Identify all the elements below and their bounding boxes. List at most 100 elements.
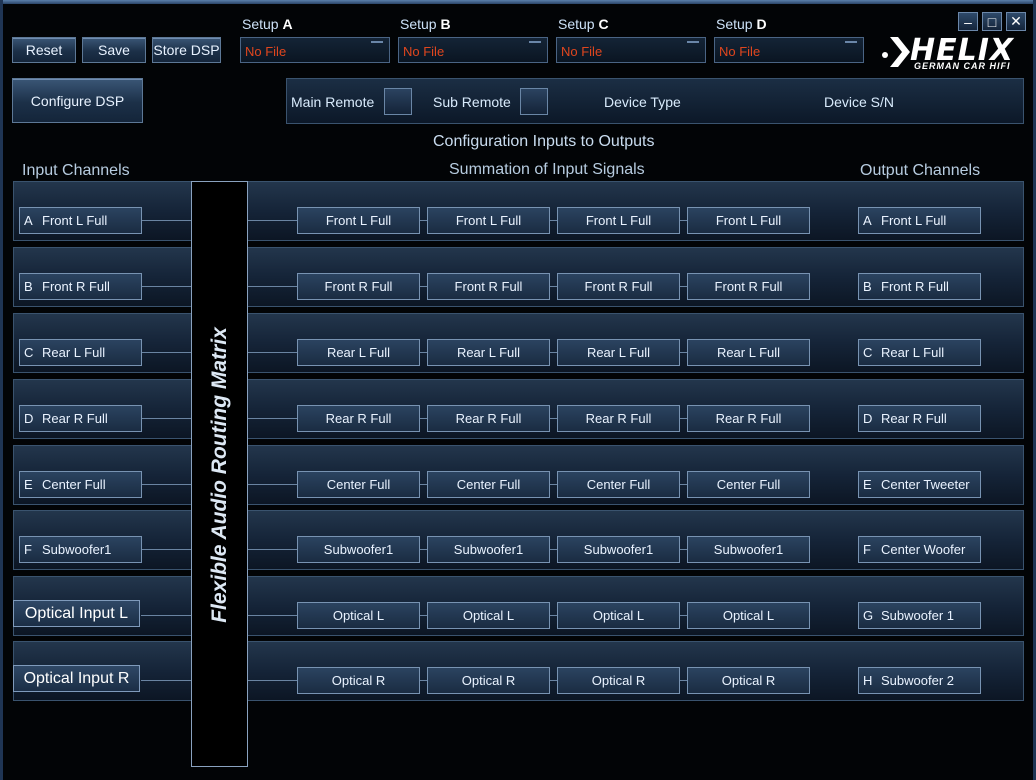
output-channel-letter: D	[863, 411, 873, 426]
routing-matrix[interactable]: Flexible Audio Routing Matrix	[191, 181, 248, 767]
input-channel-letter: F	[24, 542, 32, 557]
output-channel-name: Center Tweeter	[881, 477, 970, 492]
remote-panel: Main Remote Sub Remote Device Type Devic…	[286, 78, 1024, 124]
summation-slot[interactable]: Rear R Full	[557, 405, 680, 432]
input-channel-d[interactable]: D Rear R Full	[19, 405, 142, 432]
summation-slot[interactable]: Rear R Full	[427, 405, 550, 432]
routing-matrix-label: Flexible Audio Routing Matrix	[208, 327, 231, 623]
reset-button[interactable]: Reset	[12, 37, 76, 63]
window-right-border	[1033, 0, 1036, 780]
summation-slot[interactable]: Rear L Full	[687, 339, 810, 366]
helix-mark-icon	[882, 37, 910, 67]
output-channel-h[interactable]: H Subwoofer 2	[858, 667, 981, 694]
summation-slot[interactable]: Optical R	[427, 667, 550, 694]
summation-slot[interactable]: Subwoofer1	[557, 536, 680, 563]
summation-slot[interactable]: Rear L Full	[427, 339, 550, 366]
summation-slot[interactable]: Rear R Full	[297, 405, 420, 432]
summation-slot[interactable]: Optical L	[297, 602, 420, 629]
close-icon[interactable]: ✕	[1006, 12, 1026, 31]
summation-slot[interactable]: Front R Full	[297, 273, 420, 300]
summation-slot[interactable]: Optical R	[557, 667, 680, 694]
summation-slot[interactable]: Optical R	[687, 667, 810, 694]
connector-line	[680, 418, 687, 419]
summation-slot[interactable]: Center Full	[687, 471, 810, 498]
summation-slot[interactable]: Rear L Full	[557, 339, 680, 366]
connector-line	[420, 418, 427, 419]
input-channel-letter: D	[24, 411, 34, 426]
connector-line	[680, 615, 687, 616]
input-channel-name: Front R Full	[42, 279, 110, 294]
summation-slot[interactable]: Optical L	[427, 602, 550, 629]
setup-d-field[interactable]: No File	[714, 37, 864, 63]
maximize-icon[interactable]: □	[982, 12, 1002, 31]
summation-slot[interactable]: Subwoofer1	[427, 536, 550, 563]
summation-slot[interactable]: Front L Full	[687, 207, 810, 234]
summation-slot[interactable]: Front L Full	[557, 207, 680, 234]
main-remote-indicator[interactable]	[384, 88, 412, 115]
output-channel-d[interactable]: D Rear R Full	[858, 405, 981, 432]
connector-line	[550, 680, 557, 681]
connector-line	[550, 220, 557, 221]
configure-dsp-button[interactable]: Configure DSP	[12, 78, 143, 123]
summation-slot[interactable]: Front R Full	[557, 273, 680, 300]
setup-c-label: Setup C	[558, 16, 609, 32]
store-dsp-button[interactable]: Store DSP	[152, 37, 221, 63]
connector-line	[680, 680, 687, 681]
setup-a-field[interactable]: No File	[240, 37, 390, 63]
output-channel-name: Subwoofer 2	[881, 673, 954, 688]
input-channel-letter: E	[24, 477, 33, 492]
connector-line	[550, 352, 557, 353]
output-channel-letter: F	[863, 542, 871, 557]
output-channel-name: Rear R Full	[881, 411, 947, 426]
summation-slot[interactable]: Center Full	[557, 471, 680, 498]
summation-slot[interactable]: Optical L	[557, 602, 680, 629]
output-channel-letter: G	[863, 608, 874, 623]
summation-slot[interactable]: Front R Full	[427, 273, 550, 300]
summation-slot[interactable]: Subwoofer1	[297, 536, 420, 563]
summation-slot[interactable]: Front L Full	[427, 207, 550, 234]
input-channel-letter: C	[24, 345, 34, 360]
summation-slot[interactable]: Rear R Full	[687, 405, 810, 432]
connector-line	[550, 484, 557, 485]
input-channels-title: Input Channels	[22, 162, 130, 179]
output-channel-name: Front L Full	[881, 213, 947, 228]
connector-line	[680, 549, 687, 550]
device-type-label: Device Type	[604, 94, 681, 110]
input-channel-name: Center Full	[42, 477, 106, 492]
connector-line	[680, 484, 687, 485]
sub-remote-indicator[interactable]	[520, 88, 548, 115]
input-channel-name: Rear R Full	[42, 411, 108, 426]
summation-slot[interactable]: Subwoofer1	[687, 536, 810, 563]
input-channel-c[interactable]: C Rear L Full	[19, 339, 142, 366]
summation-slot[interactable]: Front L Full	[297, 207, 420, 234]
input-channel-e[interactable]: E Center Full	[19, 471, 142, 498]
output-channel-letter: H	[863, 673, 873, 688]
summation-slot[interactable]: Center Full	[297, 471, 420, 498]
minimize-icon[interactable]: –	[958, 12, 978, 31]
setup-c-field[interactable]: No File	[556, 37, 706, 63]
summation-slot[interactable]: Optical L	[687, 602, 810, 629]
connector-line	[420, 352, 427, 353]
summation-slot[interactable]: Center Full	[427, 471, 550, 498]
summation-slot[interactable]: Optical R	[297, 667, 420, 694]
setup-b-field[interactable]: No File	[398, 37, 548, 63]
summation-slot[interactable]: Front R Full	[687, 273, 810, 300]
optical-input-r[interactable]: Optical Input R	[13, 665, 140, 692]
connector-line	[420, 286, 427, 287]
logo-name: HELIX	[910, 33, 1015, 68]
save-button[interactable]: Save	[82, 37, 146, 63]
sub-remote-label: Sub Remote	[433, 94, 511, 110]
summation-slot[interactable]: Rear L Full	[297, 339, 420, 366]
input-channel-name: Rear L Full	[42, 345, 106, 360]
optical-input-l[interactable]: Optical Input L	[13, 600, 140, 627]
setup-b-label: Setup B	[400, 16, 451, 32]
